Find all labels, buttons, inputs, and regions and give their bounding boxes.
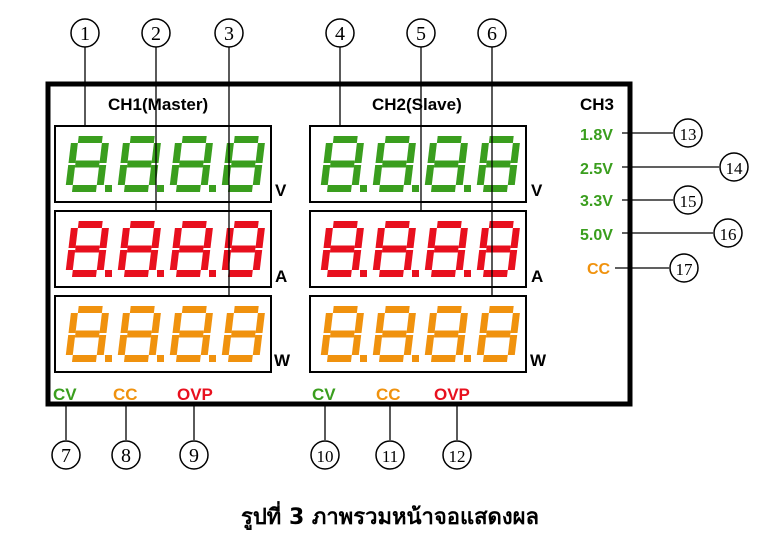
ch1-current-display xyxy=(54,210,272,288)
callout-3-label: 3 xyxy=(224,23,234,45)
ch2-current-digit-4 xyxy=(476,221,520,277)
ch1-voltage-digit-3 xyxy=(169,136,216,192)
callout-11-label: 11 xyxy=(382,447,398,466)
callout-17-label: 17 xyxy=(676,260,694,279)
ch2-unit-v: V xyxy=(531,181,543,200)
ch3-output-5v0: 5.0V xyxy=(580,227,613,244)
ch1-unit-w: W xyxy=(274,351,291,370)
ch2-cc-indicator: CC xyxy=(376,385,401,404)
ch1-ovp-indicator: OVP xyxy=(177,385,213,404)
ch1-power-digit-4 xyxy=(221,306,265,362)
ch2-current-digit-1 xyxy=(320,221,367,277)
callout-10-label: 10 xyxy=(317,447,334,466)
ch1-power-display xyxy=(54,295,272,373)
ch2-voltage-digit-2 xyxy=(372,136,419,192)
callout-2-label: 2 xyxy=(151,23,161,45)
callout-16-label: 16 xyxy=(720,225,737,244)
callout-5-label: 5 xyxy=(416,23,426,45)
ch2-title: CH2(Slave) xyxy=(372,95,462,114)
ch3-output-3v3: 3.3V xyxy=(580,193,613,210)
ch1-voltage-digit-2 xyxy=(117,136,164,192)
ch3-output-2v5: 2.5V xyxy=(580,161,613,178)
ch2-power-digit-3 xyxy=(424,306,471,362)
ch2-unit-a: A xyxy=(531,267,543,286)
callout-15-label: 15 xyxy=(680,192,697,211)
callout-9: 9 xyxy=(179,440,209,470)
ch2-voltage-digit-4 xyxy=(476,136,520,192)
callout-4-label: 4 xyxy=(335,23,345,45)
callout-7-label: 7 xyxy=(61,445,71,467)
callout-11: 11 xyxy=(375,440,405,470)
callout-14: 14 xyxy=(719,152,749,182)
ch1-voltage-digit-4 xyxy=(221,136,265,192)
ch2-power-display xyxy=(309,295,527,373)
ch3-cc-indicator: CC xyxy=(587,261,611,278)
ch2-current-digit-3 xyxy=(424,221,471,277)
ch2-cv-indicator: CV xyxy=(312,385,336,404)
callout-8-label: 8 xyxy=(121,445,131,467)
callout-15: 15 xyxy=(673,185,703,215)
ch1-current-digit-1 xyxy=(65,221,112,277)
callout-4: 4 xyxy=(325,18,355,48)
callout-8: 8 xyxy=(111,440,141,470)
callout-13-label: 13 xyxy=(680,125,697,144)
callout-2: 2 xyxy=(141,18,171,48)
ch1-power-digit-2 xyxy=(117,306,164,362)
ch1-unit-a: A xyxy=(275,267,287,286)
callout-5: 5 xyxy=(406,18,436,48)
callout-12: 12 xyxy=(442,440,472,470)
callout-10: 10 xyxy=(310,440,340,470)
leader-lines xyxy=(65,47,719,440)
ch2-voltage-digit-3 xyxy=(424,136,471,192)
ch2-ovp-indicator: OVP xyxy=(434,385,470,404)
callout-3: 3 xyxy=(214,18,244,48)
ch2-current-display xyxy=(309,210,527,288)
callout-14-label: 14 xyxy=(726,159,744,178)
ch1-current-digit-3 xyxy=(169,221,216,277)
ch2-power-digit-4 xyxy=(476,306,520,362)
ch1-power-digit-3 xyxy=(169,306,216,362)
ch1-cv-indicator: CV xyxy=(53,385,77,404)
ch1-cc-indicator: CC xyxy=(113,385,138,404)
callout-9-label: 9 xyxy=(189,445,199,467)
callout-17: 17 xyxy=(669,253,699,283)
ch1-voltage-digit-1 xyxy=(65,136,112,192)
callout-6-label: 6 xyxy=(487,23,497,45)
callout-13: 13 xyxy=(673,118,703,148)
callout-16: 16 xyxy=(713,218,743,248)
ch2-current-digit-2 xyxy=(372,221,419,277)
panel-frame xyxy=(45,81,633,407)
ch1-current-digit-4 xyxy=(221,221,265,277)
callout-1-label: 1 xyxy=(80,23,90,45)
callout-12-label: 12 xyxy=(449,447,466,466)
ch1-power-digit-1 xyxy=(65,306,112,362)
ch3-output-1v8: 1.8V xyxy=(580,127,613,144)
figure-caption: รูปที่ 3 ภาพรวมหน้าจอแสดงผล xyxy=(241,500,539,531)
ch2-unit-w: W xyxy=(530,351,547,370)
seven-segment-digits xyxy=(65,136,520,362)
ch1-title: CH1(Master) xyxy=(108,95,208,114)
ch1-current-digit-2 xyxy=(117,221,164,277)
ch2-voltage-digit-1 xyxy=(320,136,367,192)
ch1-unit-v: V xyxy=(275,181,287,200)
ch2-power-digit-2 xyxy=(372,306,419,362)
callout-1: 1 xyxy=(70,18,100,48)
callout-6: 6 xyxy=(477,18,507,48)
ch2-voltage-display xyxy=(309,125,527,203)
ch1-voltage-display xyxy=(54,125,272,203)
ch3-title: CH3 xyxy=(580,95,614,114)
ch2-power-digit-1 xyxy=(320,306,367,362)
callout-7: 7 xyxy=(51,440,81,470)
